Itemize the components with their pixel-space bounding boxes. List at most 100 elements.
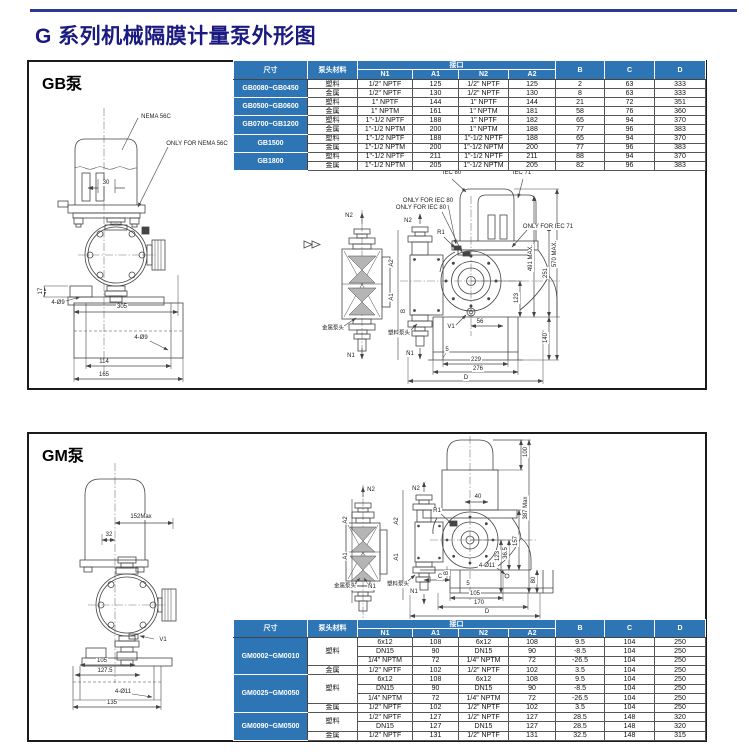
value-cell: 72 <box>412 693 459 704</box>
value-cell: 58 <box>555 106 605 117</box>
material-cell: 塑料 <box>307 115 358 126</box>
value-cell: 104 <box>604 665 655 676</box>
value-cell: 82 <box>555 160 605 171</box>
value-cell: 96 <box>604 160 655 171</box>
value-cell: DN15 <box>458 646 509 657</box>
value-cell: 102 <box>508 665 556 676</box>
value-cell: 211 <box>508 151 556 162</box>
material-cell: 金属 <box>307 106 358 117</box>
page-title: G 系列机械隔膜计量泵外形图 <box>35 25 317 48</box>
value-cell: DN15 <box>458 683 509 695</box>
value-cell: 383 <box>654 160 706 171</box>
value-cell: 1"-1/2 NPTM <box>458 142 509 153</box>
value-cell: 6x12 <box>458 636 509 648</box>
value-cell: 108 <box>412 636 459 648</box>
value-cell: 1"-1/2 NPTM <box>458 160 509 171</box>
value-cell: 125 <box>412 78 459 90</box>
material-cell: 塑料 <box>307 711 358 732</box>
value-cell: 1/2" NPTF <box>458 702 509 713</box>
value-cell: 211 <box>412 151 459 162</box>
value-cell: 250 <box>654 674 706 685</box>
value-cell: 127 <box>412 721 459 732</box>
value-cell: 1" NPTF <box>357 97 413 108</box>
column-header: C <box>604 60 655 80</box>
value-cell: 250 <box>654 693 706 704</box>
value-cell: 65 <box>555 133 605 144</box>
value-cell: DN15 <box>357 646 413 657</box>
value-cell: 104 <box>604 655 655 667</box>
size-cell: GB0080~GB0450 <box>233 78 308 99</box>
column-header: A2 <box>508 628 556 638</box>
column-header: A2 <box>508 69 556 80</box>
value-cell: 104 <box>604 693 655 704</box>
value-cell: 1/2" NPTF <box>357 665 413 676</box>
material-cell: 金属 <box>307 124 358 135</box>
value-cell: 1/4" NPTM <box>458 693 509 704</box>
column-header: 尺寸 <box>233 60 308 80</box>
value-cell: 32.5 <box>555 730 605 741</box>
column-header: B <box>555 60 605 80</box>
value-cell: 108 <box>508 636 556 648</box>
column-header: B <box>555 619 605 638</box>
value-cell: 21 <box>555 97 605 108</box>
value-cell: 28.5 <box>555 721 605 732</box>
material-cell: 塑料 <box>307 151 358 162</box>
value-cell: 205 <box>508 160 556 171</box>
value-cell: 1/2" NPTF <box>357 711 413 723</box>
value-cell: 72 <box>604 97 655 108</box>
value-cell: 1"-1/2 NPTF <box>458 151 509 162</box>
value-cell: 1/2" NPTF <box>357 730 413 741</box>
value-cell: 200 <box>412 142 459 153</box>
value-cell: 90 <box>412 683 459 695</box>
value-cell: 104 <box>604 702 655 713</box>
value-cell: DN15 <box>458 721 509 732</box>
column-header: C <box>604 619 655 638</box>
value-cell: 127 <box>508 721 556 732</box>
value-cell: 88 <box>555 151 605 162</box>
value-cell: 200 <box>508 142 556 153</box>
size-cell: GB1800 <box>233 151 308 171</box>
value-cell: -8.5 <box>555 683 605 695</box>
value-cell: 102 <box>412 702 459 713</box>
value-cell: 94 <box>604 133 655 144</box>
value-cell: 94 <box>604 115 655 126</box>
size-cell: GB0700~GB1200 <box>233 115 308 135</box>
value-cell: DN15 <box>357 721 413 732</box>
value-cell: 1" NPTM <box>458 124 509 135</box>
value-cell: 3.5 <box>555 702 605 713</box>
column-header: N1 <box>357 69 413 80</box>
value-cell: 182 <box>508 115 556 126</box>
value-cell: 72 <box>508 655 556 667</box>
material-cell: 金属 <box>307 142 358 153</box>
value-cell: 370 <box>654 133 706 144</box>
column-header: 泵头材料 <box>307 619 358 638</box>
value-cell: 2 <box>555 78 605 90</box>
value-cell: 96 <box>604 142 655 153</box>
value-cell: 130 <box>412 88 459 99</box>
value-cell: 94 <box>604 151 655 162</box>
value-cell: 63 <box>604 88 655 99</box>
column-header: 接口 <box>357 619 556 629</box>
value-cell: 72 <box>412 655 459 667</box>
value-cell: -26.5 <box>555 693 605 704</box>
value-cell: 104 <box>604 674 655 685</box>
value-cell: 1"-1/2 NPTF <box>357 115 413 126</box>
value-cell: 333 <box>654 78 706 90</box>
value-cell: 351 <box>654 97 706 108</box>
gb-panel-label: GB泵 <box>42 76 83 93</box>
material-cell: 塑料 <box>307 636 358 667</box>
value-cell: 104 <box>604 646 655 657</box>
value-cell: 148 <box>604 711 655 723</box>
